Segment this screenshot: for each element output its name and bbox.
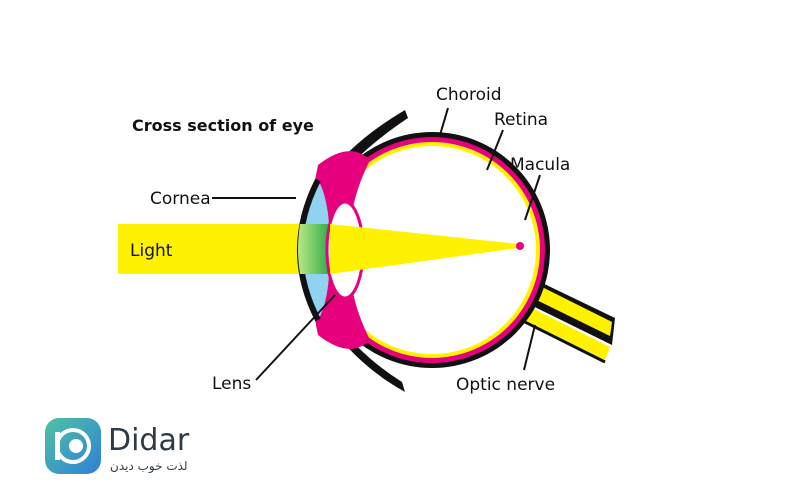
leader-macula <box>524 174 541 221</box>
leader-lens <box>255 294 336 381</box>
light-cone <box>330 224 518 274</box>
label-light: Light <box>130 241 173 261</box>
light-through-cornea <box>298 224 330 274</box>
light-beam <box>118 224 318 274</box>
label-choroid: Choroid <box>436 85 502 105</box>
label-optic-nerve: Optic nerve <box>456 375 555 395</box>
didar-logo: Didar لذت خوب دیدن <box>45 418 190 474</box>
label-cornea: Cornea <box>150 189 211 209</box>
leader-choroid <box>439 107 449 136</box>
macula-spot <box>516 242 524 250</box>
label-lens: Lens <box>212 374 251 394</box>
logo-tagline: لذت خوب دیدن <box>110 459 188 474</box>
diagram-title: Cross section of eye <box>132 116 314 135</box>
label-retina: Retina <box>494 110 548 130</box>
leader-retina <box>486 129 504 171</box>
leader-optic-nerve <box>523 324 536 371</box>
logo-name: Didar <box>108 423 190 458</box>
label-macula: Macula <box>510 155 570 175</box>
